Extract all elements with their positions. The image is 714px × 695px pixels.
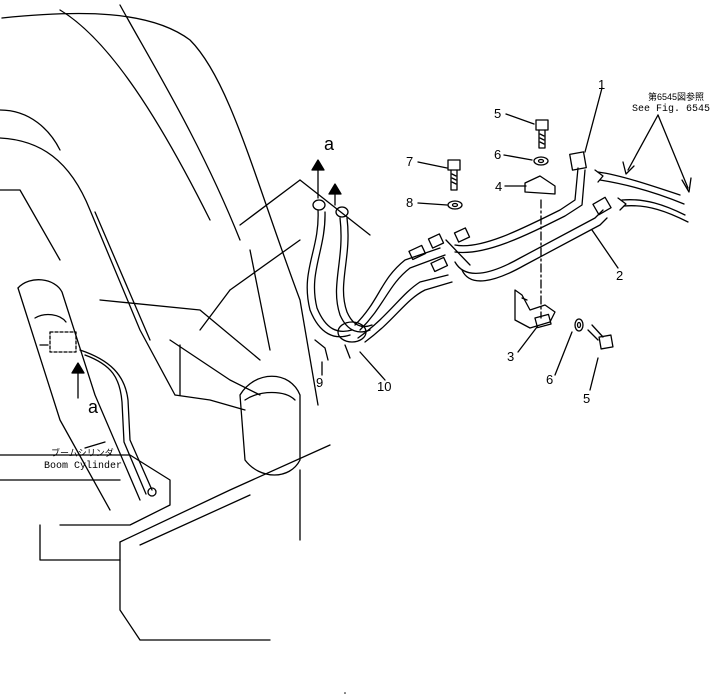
tube-assembly: [428, 152, 611, 328]
callout-8: 8: [406, 195, 414, 210]
callout-4: 4: [495, 179, 503, 194]
callout-3: 3: [507, 349, 515, 364]
boom-cylinder-label-jp: ブームシリンダ: [51, 448, 114, 458]
connector-a-top-arrows: [312, 160, 341, 205]
reference-note-en: See Fig. 6545: [632, 104, 711, 115]
reference-hoses: [595, 115, 691, 222]
bolt-5-top: [536, 120, 548, 148]
machine-body: [0, 5, 370, 640]
callout-2: 2: [616, 268, 624, 283]
connector-a-left-arrow: [72, 363, 84, 398]
washer-6-top: [534, 157, 548, 165]
callout-1: 1: [598, 77, 606, 92]
reference-note-jp: 第6545図参照: [648, 92, 705, 102]
callout-6-top: 6: [494, 147, 502, 162]
connector-label-left: a: [88, 397, 99, 417]
callout-5-top: 5: [494, 106, 502, 121]
hose-bundle: [307, 200, 452, 360]
boom-cylinder-label-en: Boom Cylinder: [44, 461, 123, 472]
leader-lines: [85, 88, 618, 448]
callout-9: 9: [316, 375, 324, 390]
washer-8: [448, 201, 462, 209]
bolt-5-bottom: [588, 325, 613, 349]
callout-10: 10: [377, 379, 392, 394]
callout-7: 7: [406, 154, 414, 169]
callout-5-bottom: 5: [583, 391, 591, 406]
callout-6-bottom: 6: [546, 372, 554, 387]
bolt-7: [448, 160, 460, 190]
connector-label-top: a: [324, 134, 335, 154]
washer-6-bottom: [575, 319, 583, 331]
